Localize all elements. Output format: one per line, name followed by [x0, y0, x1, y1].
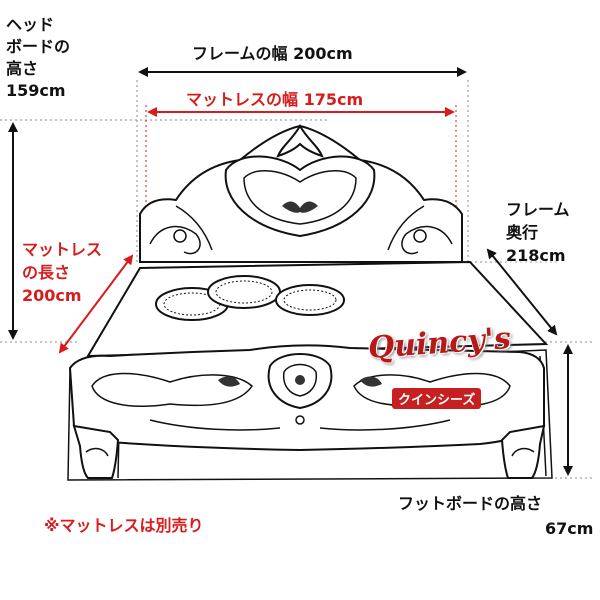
frame-depth-line1: フレーム	[506, 200, 570, 219]
pillows	[155, 275, 345, 321]
headboard-height-line2: ボードの	[6, 37, 71, 56]
headboard-height-label: ヘッド ボードの 高さ 159cm	[6, 14, 70, 102]
frame-depth-value: 218cm	[506, 246, 566, 265]
footboard	[68, 344, 545, 452]
mattress-width-label: マットレスの幅 175cm	[186, 90, 364, 109]
frame-depth-arrow	[486, 248, 558, 336]
mattress-sold-separately-note: ※マットレスは別売り	[44, 516, 204, 535]
frame-width-label: フレームの幅 200cm	[192, 44, 353, 63]
brand-logo-kana: クインシーズ	[392, 388, 482, 409]
headboard	[139, 123, 463, 263]
footboard-height-value: 67cm	[545, 519, 594, 538]
mattress-length-value: 200cm	[22, 286, 82, 305]
frame-depth-label: フレーム 奥行 218cm	[506, 198, 570, 267]
mattress-length-arrow	[58, 254, 134, 354]
mattress-length-line2: の長さ	[22, 263, 71, 282]
headboard-height-line3: 高さ	[6, 59, 39, 78]
mattress-length-line1: マットレス	[22, 240, 103, 259]
mattress-length-label: マットレス の長さ 200cm	[22, 238, 102, 307]
footboard-legs	[72, 424, 546, 479]
headboard-height-line1: ヘッド	[6, 15, 55, 34]
frame-depth-line2: 奥行	[506, 223, 539, 242]
footboard-height-label: フットボードの高さ	[398, 494, 543, 513]
headboard-height-value: 159cm	[6, 81, 66, 100]
